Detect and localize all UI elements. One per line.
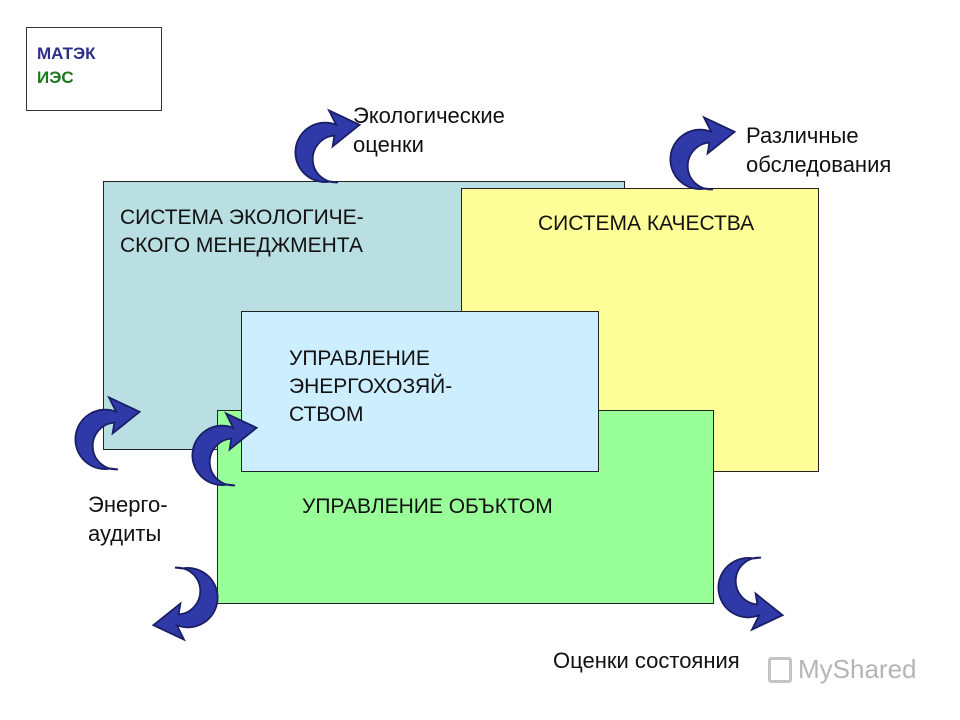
- watermark: MyShared: [768, 654, 917, 685]
- various-surveys-label: Различные обследования: [746, 123, 892, 177]
- energy-management-label: УПРАВЛЕНИЕ ЭНЕРГОХОЗЯЙ- СТВОМ: [289, 347, 453, 426]
- circular-arrow-icon: [55, 392, 145, 482]
- environmental-system-label: СИСТЕМА ЭКОЛОГИЧЕ- СКОГО МЕНЕДЖМЕНТА: [120, 206, 364, 257]
- watermark-text: MyShared: [798, 654, 917, 684]
- circular-arrow-icon: [148, 555, 238, 645]
- circular-arrow-icon: [172, 408, 262, 498]
- logo-line-1: МАТЭК: [37, 44, 96, 63]
- quality-system-label: СИСТЕМА КАЧЕСТВА: [538, 212, 755, 235]
- circular-arrow-icon: [650, 112, 740, 202]
- energy-management-box: [241, 311, 599, 472]
- presentation-icon: [768, 657, 792, 683]
- energy-audits-label: Энерго- аудиты: [88, 492, 168, 546]
- circular-arrow-icon: [698, 545, 788, 635]
- eco-assessments-label: Экологические оценки: [353, 103, 505, 157]
- object-management-label: УПРАВЛЕНИЕ ОБЪКТОМ: [302, 495, 553, 518]
- circular-arrow-icon: [275, 105, 365, 195]
- state-assessments-label: Оценки состояния: [553, 648, 740, 673]
- logo-box: МАТЭК ИЭС: [26, 27, 162, 111]
- logo-line-2: ИЭС: [37, 68, 74, 87]
